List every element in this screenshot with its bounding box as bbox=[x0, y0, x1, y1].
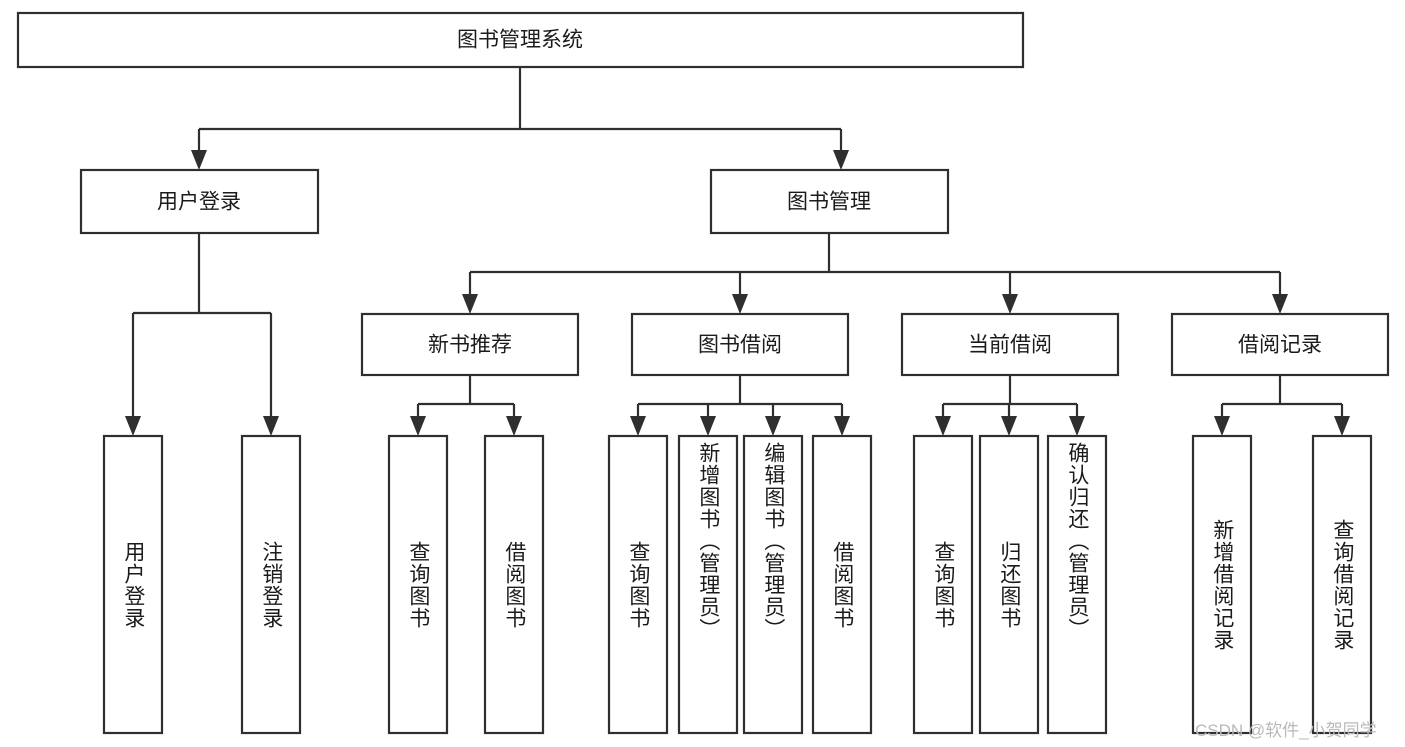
node-root-box bbox=[16, 11, 1025, 69]
node-root-label: 图书管理系统 bbox=[457, 29, 583, 52]
node-user-login[interactable]: 用户登录 bbox=[79, 168, 320, 235]
connector-new-book-recommend-to-leaves bbox=[410, 375, 522, 436]
node-book-borrow[interactable]: 图书借阅 bbox=[630, 312, 850, 377]
node-leaf-edit-book-box[interactable] bbox=[742, 434, 804, 735]
node-leaf-query-book-1-box[interactable] bbox=[387, 434, 449, 735]
connector-user-login-to-leaves bbox=[125, 233, 279, 436]
node-borrow-record[interactable]: 借阅记录 bbox=[1170, 312, 1390, 377]
node-leaf-borrow-book-1-box[interactable] bbox=[483, 434, 545, 735]
node-book-borrow-label: 图书借阅 bbox=[698, 334, 782, 357]
node-leaf-add-record-box[interactable] bbox=[1191, 434, 1253, 735]
csdn-watermark: CSDN @软件_小贺同学 bbox=[1195, 721, 1377, 740]
node-current-borrow-box bbox=[900, 312, 1120, 377]
connector-book-borrow-to-leaves bbox=[630, 375, 850, 436]
node-leaf-query-book-3-box[interactable] bbox=[912, 434, 974, 735]
node-leaf-confirm-return-box[interactable] bbox=[1046, 434, 1108, 735]
connector-borrow-record-to-leaves bbox=[1214, 375, 1350, 436]
node-borrow-record-label: 借阅记录 bbox=[1238, 334, 1322, 357]
node-leaf-add-book-box[interactable] bbox=[677, 434, 739, 735]
node-book-manage[interactable]: 图书管理 bbox=[709, 168, 950, 235]
node-current-borrow[interactable]: 当前借阅 bbox=[900, 312, 1120, 377]
node-current-borrow-label: 当前借阅 bbox=[968, 334, 1052, 357]
node-leaf-return-book-box[interactable] bbox=[978, 434, 1040, 735]
node-root[interactable]: 图书管理系统 bbox=[16, 11, 1025, 69]
node-new-book-recommend-box bbox=[360, 312, 580, 377]
node-leaf-user-login-box[interactable] bbox=[102, 434, 164, 735]
node-new-book-recommend[interactable]: 新书推荐 bbox=[360, 312, 580, 377]
connector-root-to-level1 bbox=[191, 67, 849, 170]
node-leaf-logout-login-box[interactable] bbox=[240, 434, 302, 735]
node-leaf-query-record-box[interactable] bbox=[1311, 434, 1373, 735]
node-leaf-query-book-2-box[interactable] bbox=[607, 434, 669, 735]
node-user-login-label: 用户登录 bbox=[157, 191, 241, 214]
node-user-login-box bbox=[79, 168, 320, 235]
connector-book-manage-to-level2 bbox=[462, 233, 1288, 314]
node-book-manage-label: 图书管理 bbox=[787, 191, 871, 214]
node-new-book-recommend-label: 新书推荐 bbox=[428, 334, 512, 357]
connector-current-borrow-to-leaves bbox=[935, 375, 1085, 436]
node-leaf-borrow-book-2-box[interactable] bbox=[811, 434, 873, 735]
